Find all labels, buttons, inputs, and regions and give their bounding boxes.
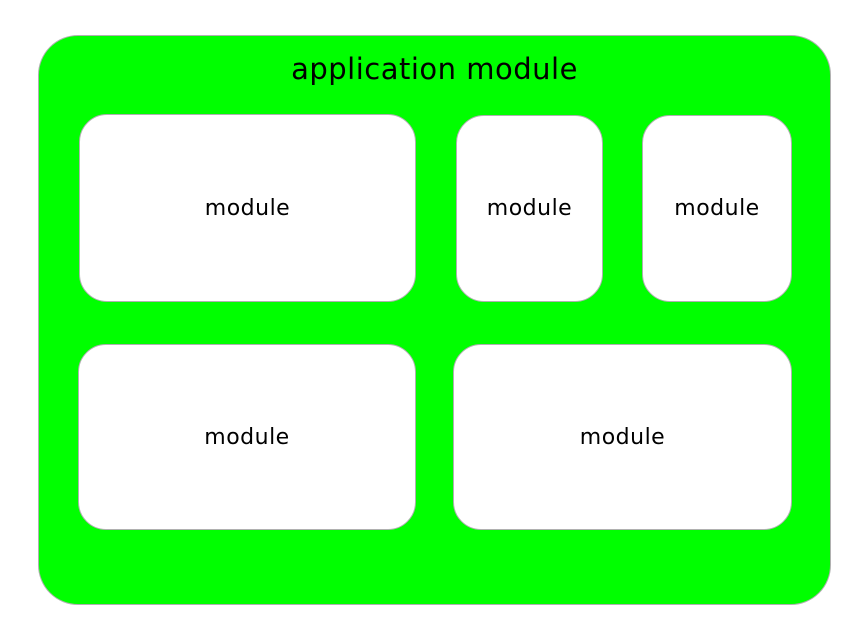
module-label: module [674,196,760,221]
module-box-small-top-right: module [642,115,792,302]
module-box-large-top-left: module [79,114,416,302]
module-label: module [204,424,290,450]
module-box-bottom-left: module [78,344,416,530]
module-box-bottom-right: module [453,344,792,530]
module-label: module [486,196,573,221]
application-module-container: application module module module module … [38,35,831,605]
module-label: module [579,424,666,450]
module-label: module [204,195,291,221]
application-module-title: application module [291,52,578,86]
module-box-small-top-middle: module [456,115,603,302]
